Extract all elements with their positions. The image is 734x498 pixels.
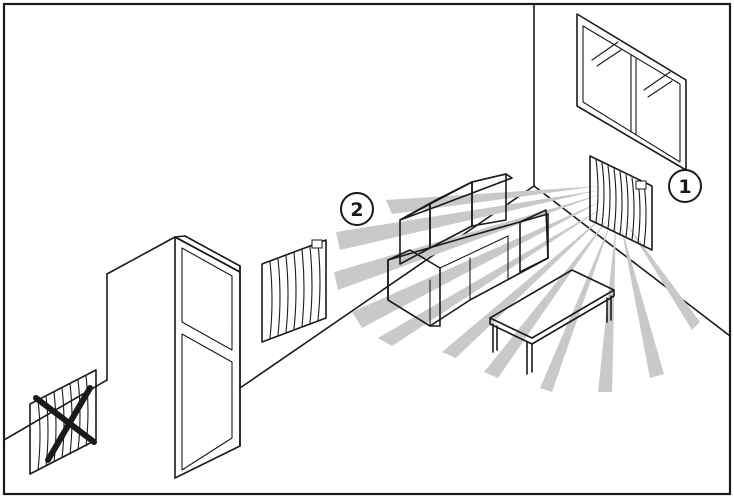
callout-2: 2	[340, 192, 374, 226]
radiator-2	[261, 239, 327, 343]
sofa	[387, 173, 549, 327]
callout-2-label: 2	[350, 199, 363, 221]
radiator-1	[589, 155, 653, 251]
cross-mark-icon	[33, 395, 97, 445]
door	[174, 235, 241, 479]
crossed-radiator	[29, 369, 97, 475]
callout-1-label: 1	[678, 176, 691, 198]
callout-1: 1	[668, 169, 702, 203]
coffee-table	[489, 269, 615, 375]
